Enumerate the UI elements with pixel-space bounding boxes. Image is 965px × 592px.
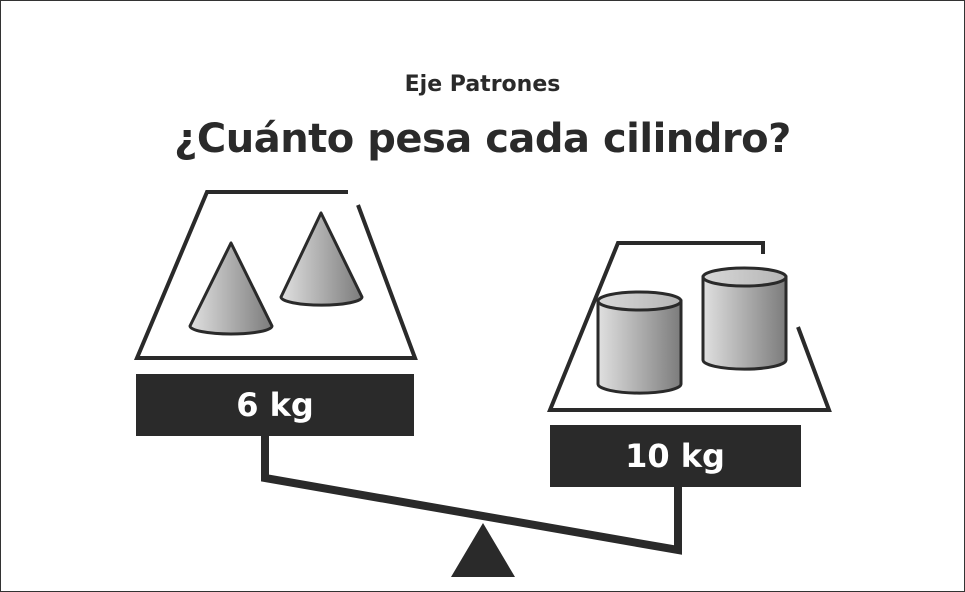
left-weight-box [136, 374, 414, 436]
fulcrum-triangle [451, 523, 515, 577]
cylinder-icon [701, 266, 788, 371]
left-weight-label: 6 kg [236, 386, 314, 424]
page-title: ¿Cuánto pesa cada cilindro? [174, 116, 791, 162]
left-pan [133, 190, 418, 360]
subtitle: Eje Patrones [404, 72, 561, 97]
right-pan [547, 241, 832, 412]
right-weight-box [550, 425, 801, 487]
right-weight-label: 10 kg [625, 437, 725, 475]
cone-icon [279, 211, 364, 307]
cone-icon [188, 241, 274, 336]
balance-beam [261, 436, 682, 555]
cylinder-icon [596, 290, 683, 395]
